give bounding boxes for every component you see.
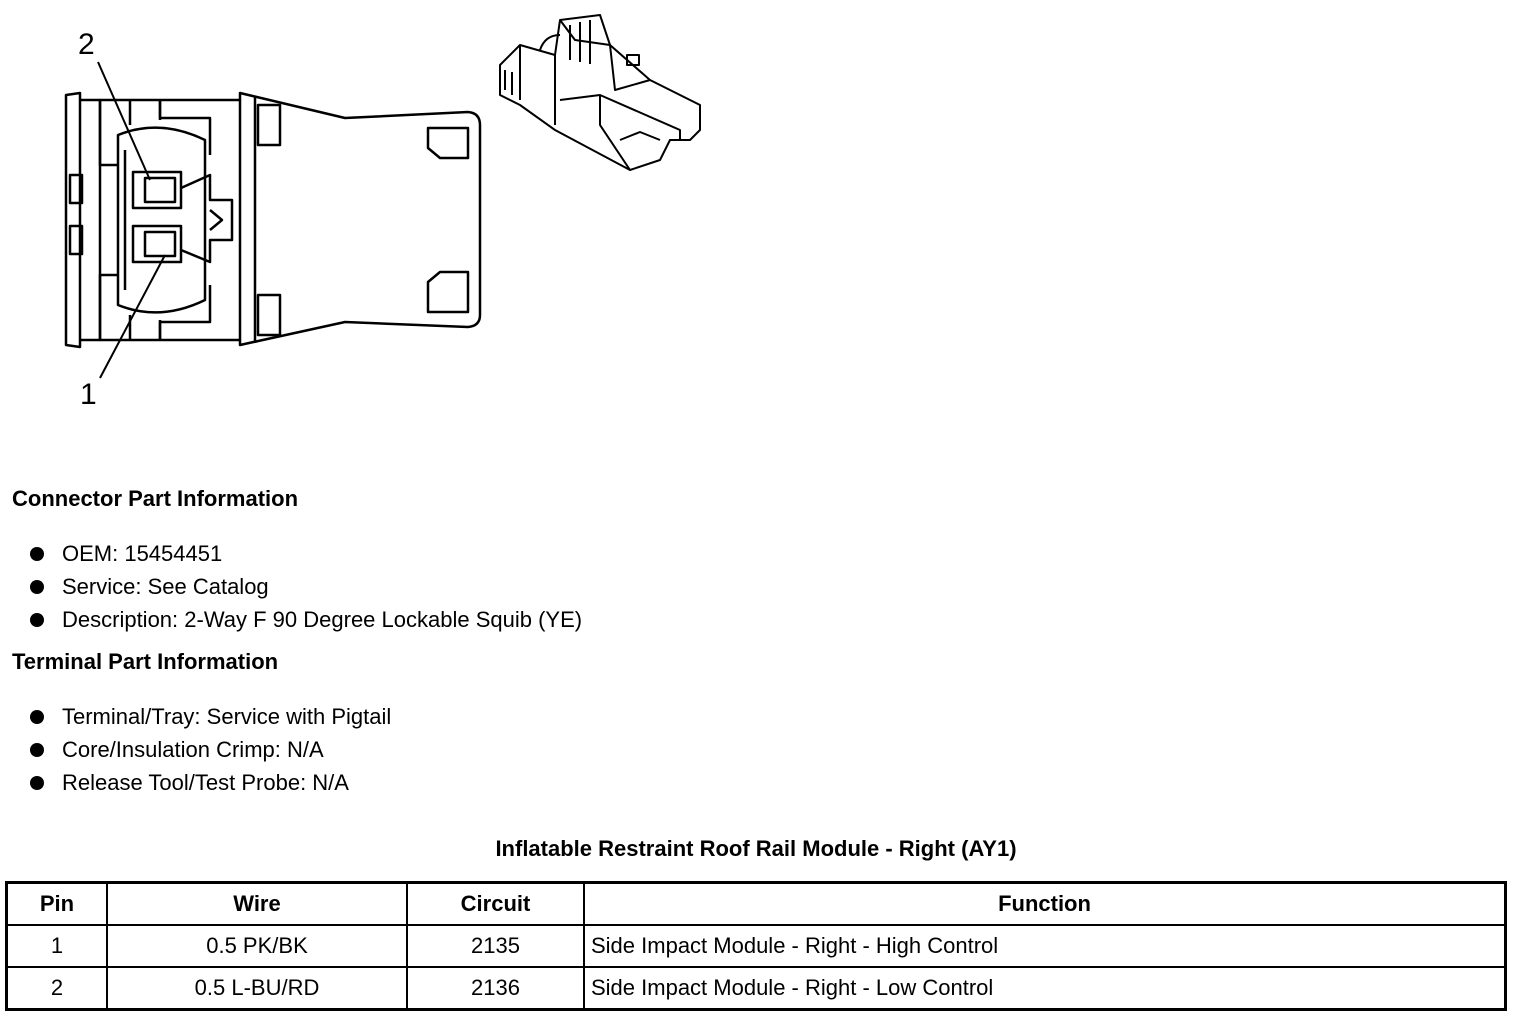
list-item: OEM: 15454451	[30, 537, 582, 570]
list-item: Description: 2-Way F 90 Degree Lockable …	[30, 603, 582, 636]
pin-label-1: 1	[80, 378, 97, 411]
terminal-part-info-title: Terminal Part Information	[12, 649, 279, 674]
bullet-icon	[30, 612, 44, 627]
header-pin: Pin	[5, 881, 108, 926]
cell-pin: 1	[5, 924, 108, 968]
list-item: Release Tool/Test Probe: N/A	[30, 766, 391, 799]
bullet-icon	[30, 546, 44, 561]
connector-part-info-title: Connector Part Information	[12, 486, 299, 511]
table-row: 2 0.5 L-BU/RD 2136 Side Impact Module - …	[5, 966, 1507, 1011]
pinout-table-title: Inflatable Restraint Roof Rail Module - …	[495, 836, 1017, 861]
connector-part-info-list: OEM: 15454451 Service: See Catalog Descr…	[30, 537, 582, 636]
list-item: Terminal/Tray: Service with Pigtail	[30, 700, 391, 733]
cell-circuit: 2136	[406, 966, 585, 1011]
table-header-row: Pin Wire Circuit Function	[5, 881, 1507, 926]
cell-circuit: 2135	[406, 924, 585, 968]
pin-label-2: 2	[78, 28, 95, 61]
connector-face-drawing	[64, 61, 482, 379]
header-wire: Wire	[106, 881, 408, 926]
header-function: Function	[583, 881, 1507, 926]
list-item: Service: See Catalog	[30, 570, 582, 603]
bullet-icon	[30, 579, 44, 594]
cell-pin: 2	[5, 966, 108, 1011]
terminal-part-info-list: Terminal/Tray: Service with Pigtail Core…	[30, 700, 391, 799]
cell-wire: 0.5 PK/BK	[106, 924, 408, 968]
list-item: Core/Insulation Crimp: N/A	[30, 733, 391, 766]
cell-wire: 0.5 L-BU/RD	[106, 966, 408, 1011]
bullet-icon	[30, 709, 44, 724]
bullet-icon	[30, 742, 44, 757]
pinout-table: Pin Wire Circuit Function 1 0.5 PK/BK 21…	[5, 881, 1507, 1011]
cell-function: Side Impact Module - Right - Low Control	[583, 966, 1507, 1011]
table-row: 1 0.5 PK/BK 2135 Side Impact Module - Ri…	[5, 924, 1507, 968]
connector-isometric-drawing	[499, 14, 701, 171]
bullet-icon	[30, 775, 44, 790]
header-circuit: Circuit	[406, 881, 585, 926]
cell-function: Side Impact Module - Right - High Contro…	[583, 924, 1507, 968]
